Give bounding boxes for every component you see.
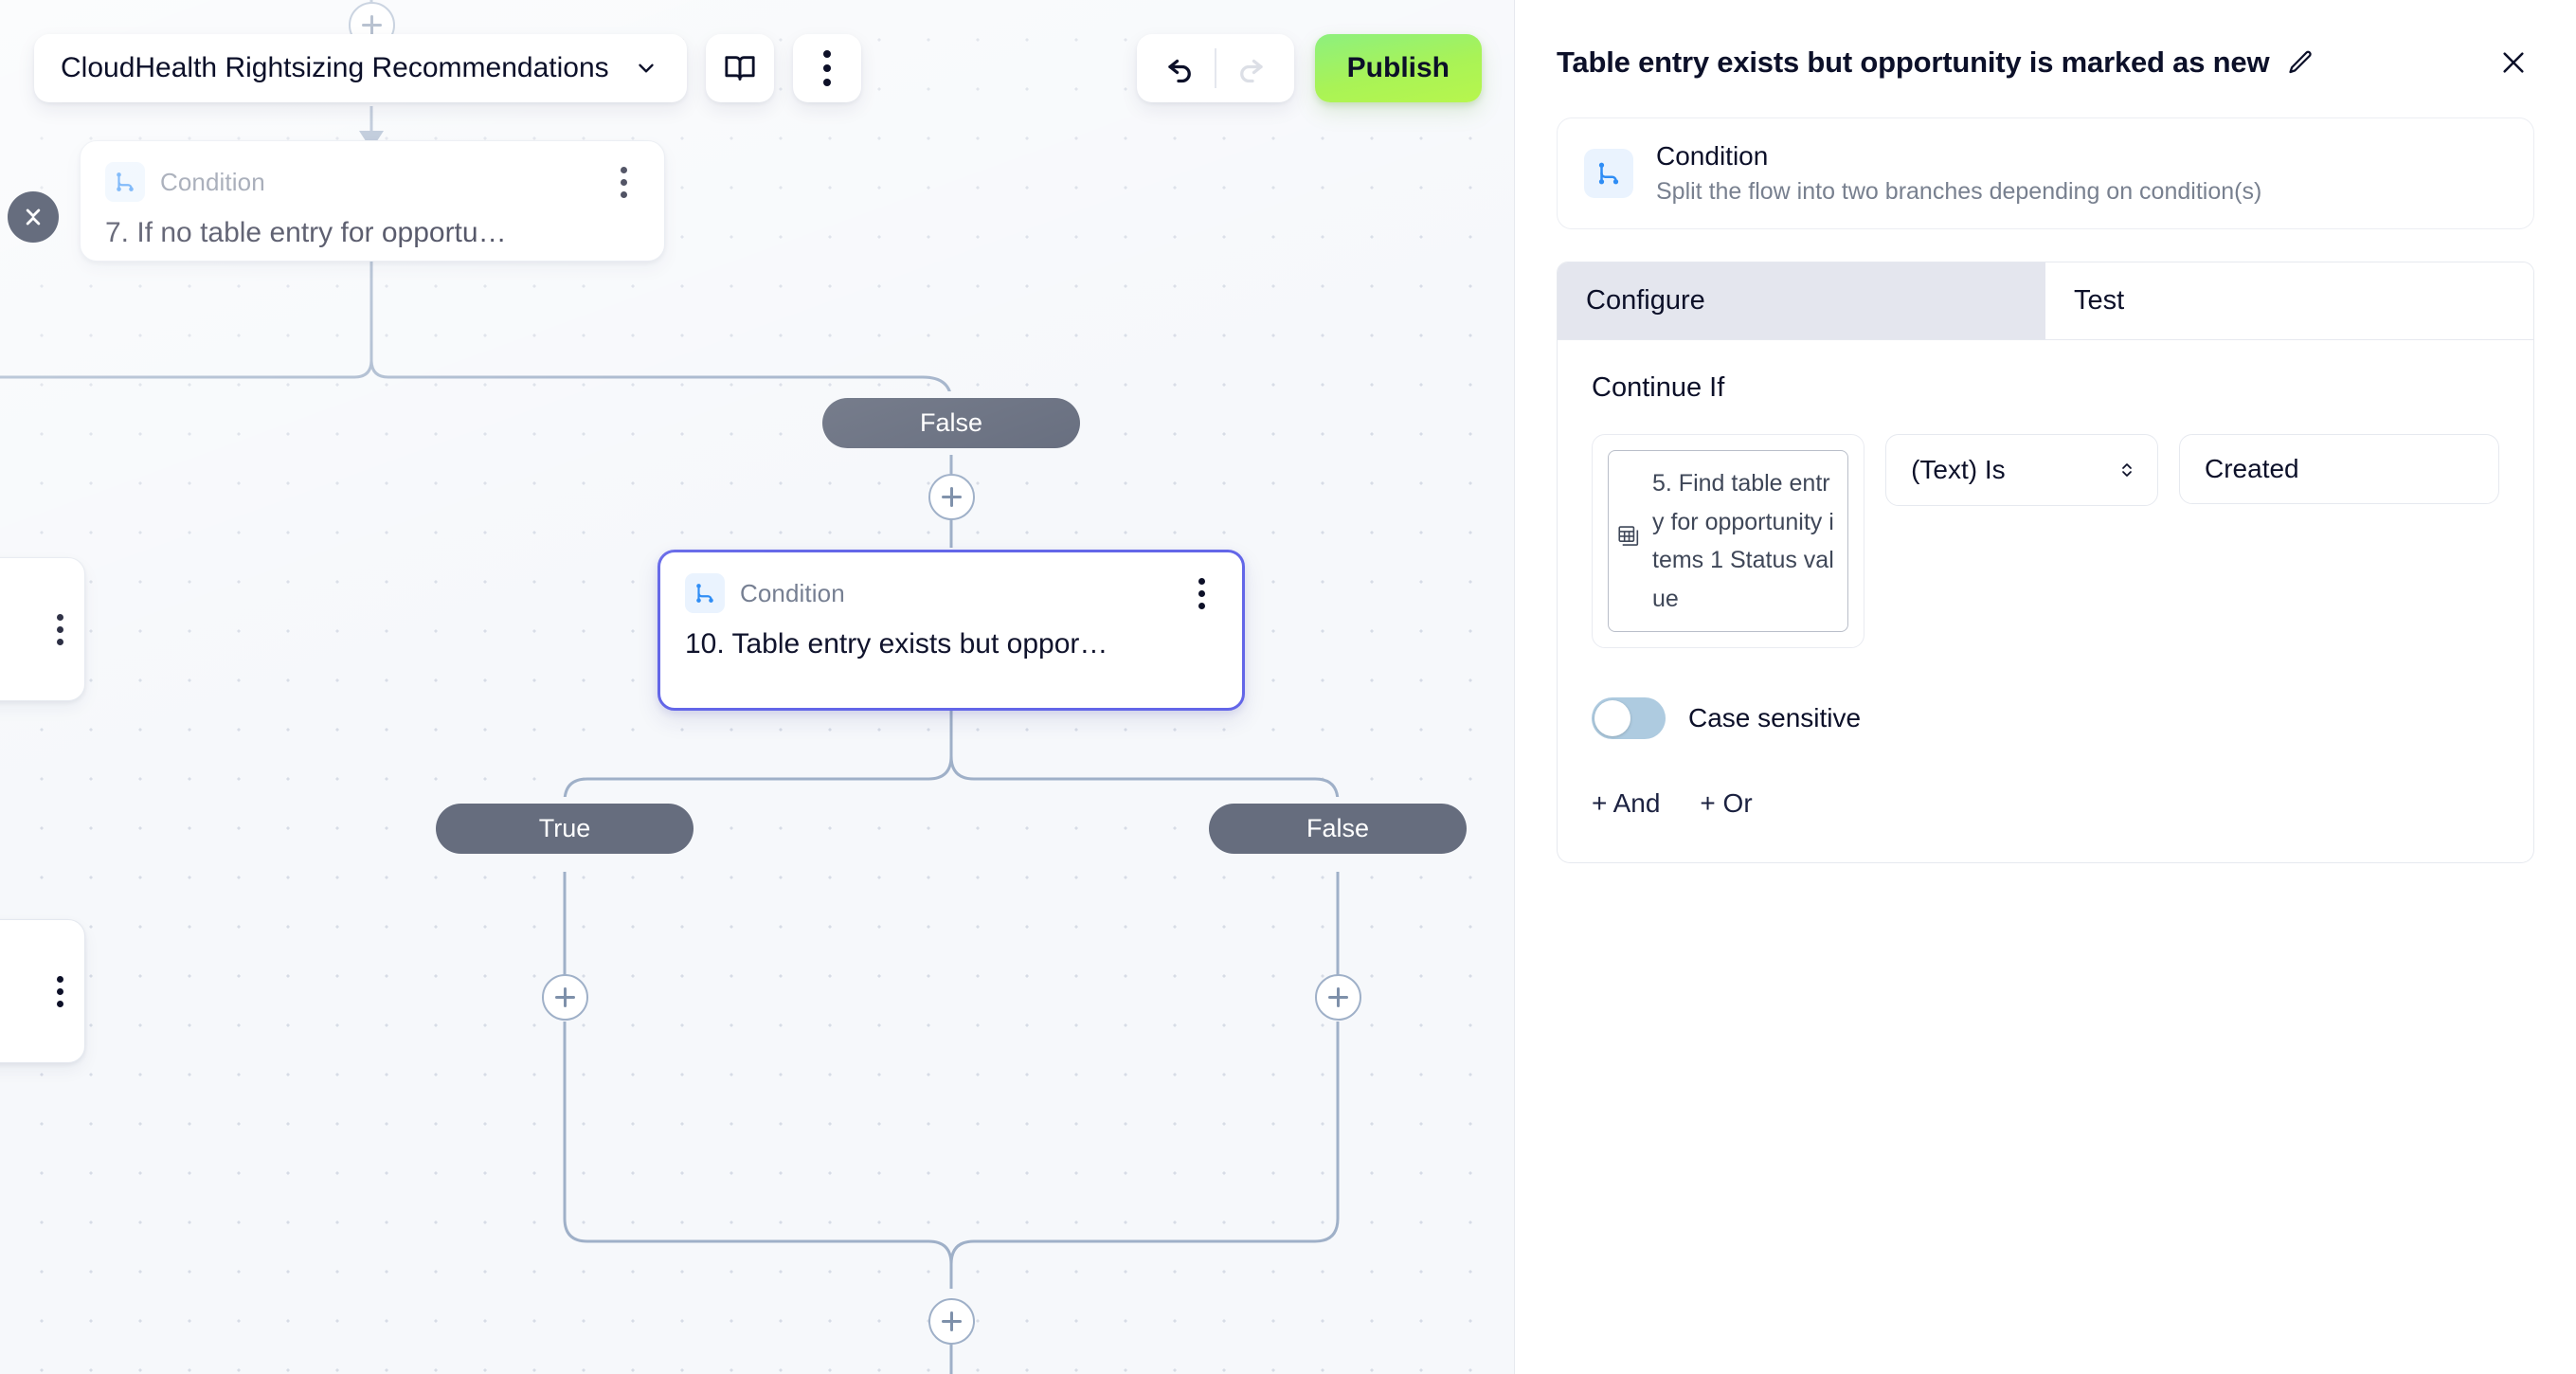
node-title: 7. If no table entry for opportu… [105,217,507,248]
node-type-label: Condition [740,578,845,607]
branch-label-true[interactable]: True [436,804,694,854]
flow-node-condition-10[interactable]: Condition 10. Table entry exists but opp… [658,550,1245,711]
toggle-knob [1594,700,1630,736]
collapse-panel-button[interactable] [8,191,59,243]
panel-tabs: Configure Test [1557,262,2534,340]
continue-if-label: Continue If [1592,372,1725,403]
case-sensitive-toggle[interactable] [1592,697,1666,739]
flow-node-condition-7[interactable]: Condition 7. If no table entry for oppor… [80,140,665,262]
collapse-chevrons-icon [26,208,41,226]
configure-section: Continue If 5. Find table entry for oppo… [1557,340,2534,863]
workflow-more-menu-button[interactable] [792,34,861,102]
panel-header: Table entry exists but opportunity is ma… [1515,0,2576,83]
redo-button[interactable] [1216,34,1283,102]
condition-branch-icon [685,573,725,613]
table-icon [1616,522,1641,561]
add-and-button[interactable]: + And [1592,788,1661,818]
operator-select[interactable]: (Text) Is [1885,434,2158,506]
publish-button[interactable]: Publish [1314,34,1482,102]
add-step-button-false-bottom[interactable] [1315,974,1361,1021]
node-menu-button[interactable] [607,163,639,201]
add-step-button-merge[interactable] [928,1298,975,1345]
documentation-button[interactable] [705,34,774,102]
offscreen-node-card[interactable] [0,919,85,1063]
condition-token-text: 5. Find table entry for opportunity item… [1652,470,1834,612]
node-title: 10. Table entry exists but oppor… [685,628,1108,660]
canvas-toolbar-right: Publish [1137,34,1482,102]
undo-icon [1168,59,1191,83]
kebab-menu-icon[interactable] [57,613,63,645]
condition-branch-icon [105,162,145,202]
step-type-card: Condition Split the flow into two branch… [1557,118,2534,229]
condition-token[interactable]: 5. Find table entry for opportunity item… [1608,450,1849,632]
condition-branch-icon [1584,149,1633,198]
condition-row: 5. Find table entry for opportunity item… [1592,434,2499,648]
node-menu-button[interactable] [1185,574,1217,612]
condition-value-input[interactable] [2179,434,2499,504]
case-sensitive-row: Case sensitive [1592,697,2499,739]
branch-label-false-bottom[interactable]: False [1209,804,1467,854]
toolbar-divider [1215,48,1216,88]
step-type-text: Condition Split the flow into two branch… [1656,141,2261,206]
node-type-label: Condition [160,167,265,196]
offscreen-node-card[interactable] [0,557,85,701]
workflow-title: CloudHealth Rightsizing Recommendations [61,52,609,83]
close-icon[interactable] [2493,42,2534,83]
step-detail-panel: Table entry exists but opportunity is ma… [1514,0,2576,1374]
tab-configure[interactable]: Configure [1558,262,2045,339]
add-step-button-true[interactable] [542,974,588,1021]
add-condition-row: + And + Or [1592,788,2499,819]
branch-label-false-top[interactable]: False [822,398,1080,448]
add-or-button[interactable]: + Or [1700,788,1753,818]
case-sensitive-label: Case sensitive [1688,703,1862,732]
pencil-icon[interactable] [2286,48,2315,77]
kebab-menu-icon[interactable] [57,975,63,1007]
panel-title: Table entry exists but opportunity is ma… [1557,45,2270,79]
step-type-name: Condition [1656,141,1769,171]
node-header: Condition [105,162,639,202]
flow-canvas[interactable]: CloudHealth Rightsizing Recommendations [0,0,1514,1374]
operator-value: (Text) Is [1911,455,2006,484]
chevron-updown-icon [2116,459,2138,481]
undo-button[interactable] [1148,34,1215,102]
add-step-button-false-top[interactable] [928,474,975,520]
book-icon [725,56,755,81]
canvas-toolbar-left: CloudHealth Rightsizing Recommendations [34,34,861,102]
kebab-menu-icon [822,50,831,86]
node-header: Condition [685,573,1217,613]
step-type-description: Split the flow into two branches dependi… [1656,178,2262,205]
undo-redo-group [1137,34,1294,102]
workflow-title-dropdown[interactable]: CloudHealth Rightsizing Recommendations [34,34,687,102]
chevron-down-icon [638,63,654,73]
condition-field-box[interactable]: 5. Find table entry for opportunity item… [1592,434,1865,648]
redo-icon [1239,59,1263,83]
tab-test[interactable]: Test [2045,262,2533,339]
